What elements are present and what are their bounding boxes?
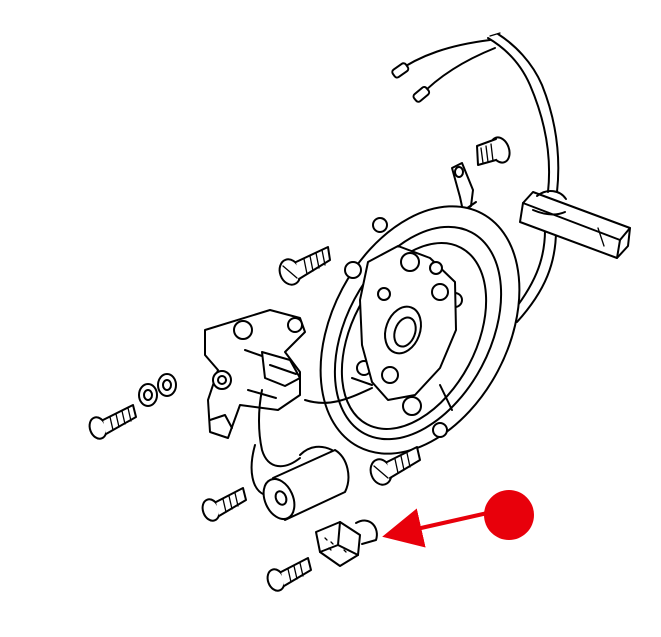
felt-screw (266, 557, 312, 592)
rubber-grommet (519, 190, 631, 259)
washers (138, 373, 177, 407)
lead-wires (391, 39, 496, 103)
lubrication-felt (315, 519, 378, 567)
callout-marker-dot (484, 490, 534, 540)
condenser-screw (201, 487, 247, 522)
plate-screw-lower (369, 446, 421, 486)
condenser (262, 445, 350, 521)
points-wiring (250, 387, 373, 496)
callout-arrow (382, 508, 493, 548)
contact-breaker-points (204, 309, 306, 439)
wire-harness (487, 32, 560, 323)
wire-clip (451, 162, 477, 212)
callout (382, 490, 534, 548)
points-screw (88, 404, 137, 440)
stator-plate (319, 205, 521, 455)
mounting-bolt (476, 136, 511, 166)
plate-screw-upper (278, 246, 331, 286)
